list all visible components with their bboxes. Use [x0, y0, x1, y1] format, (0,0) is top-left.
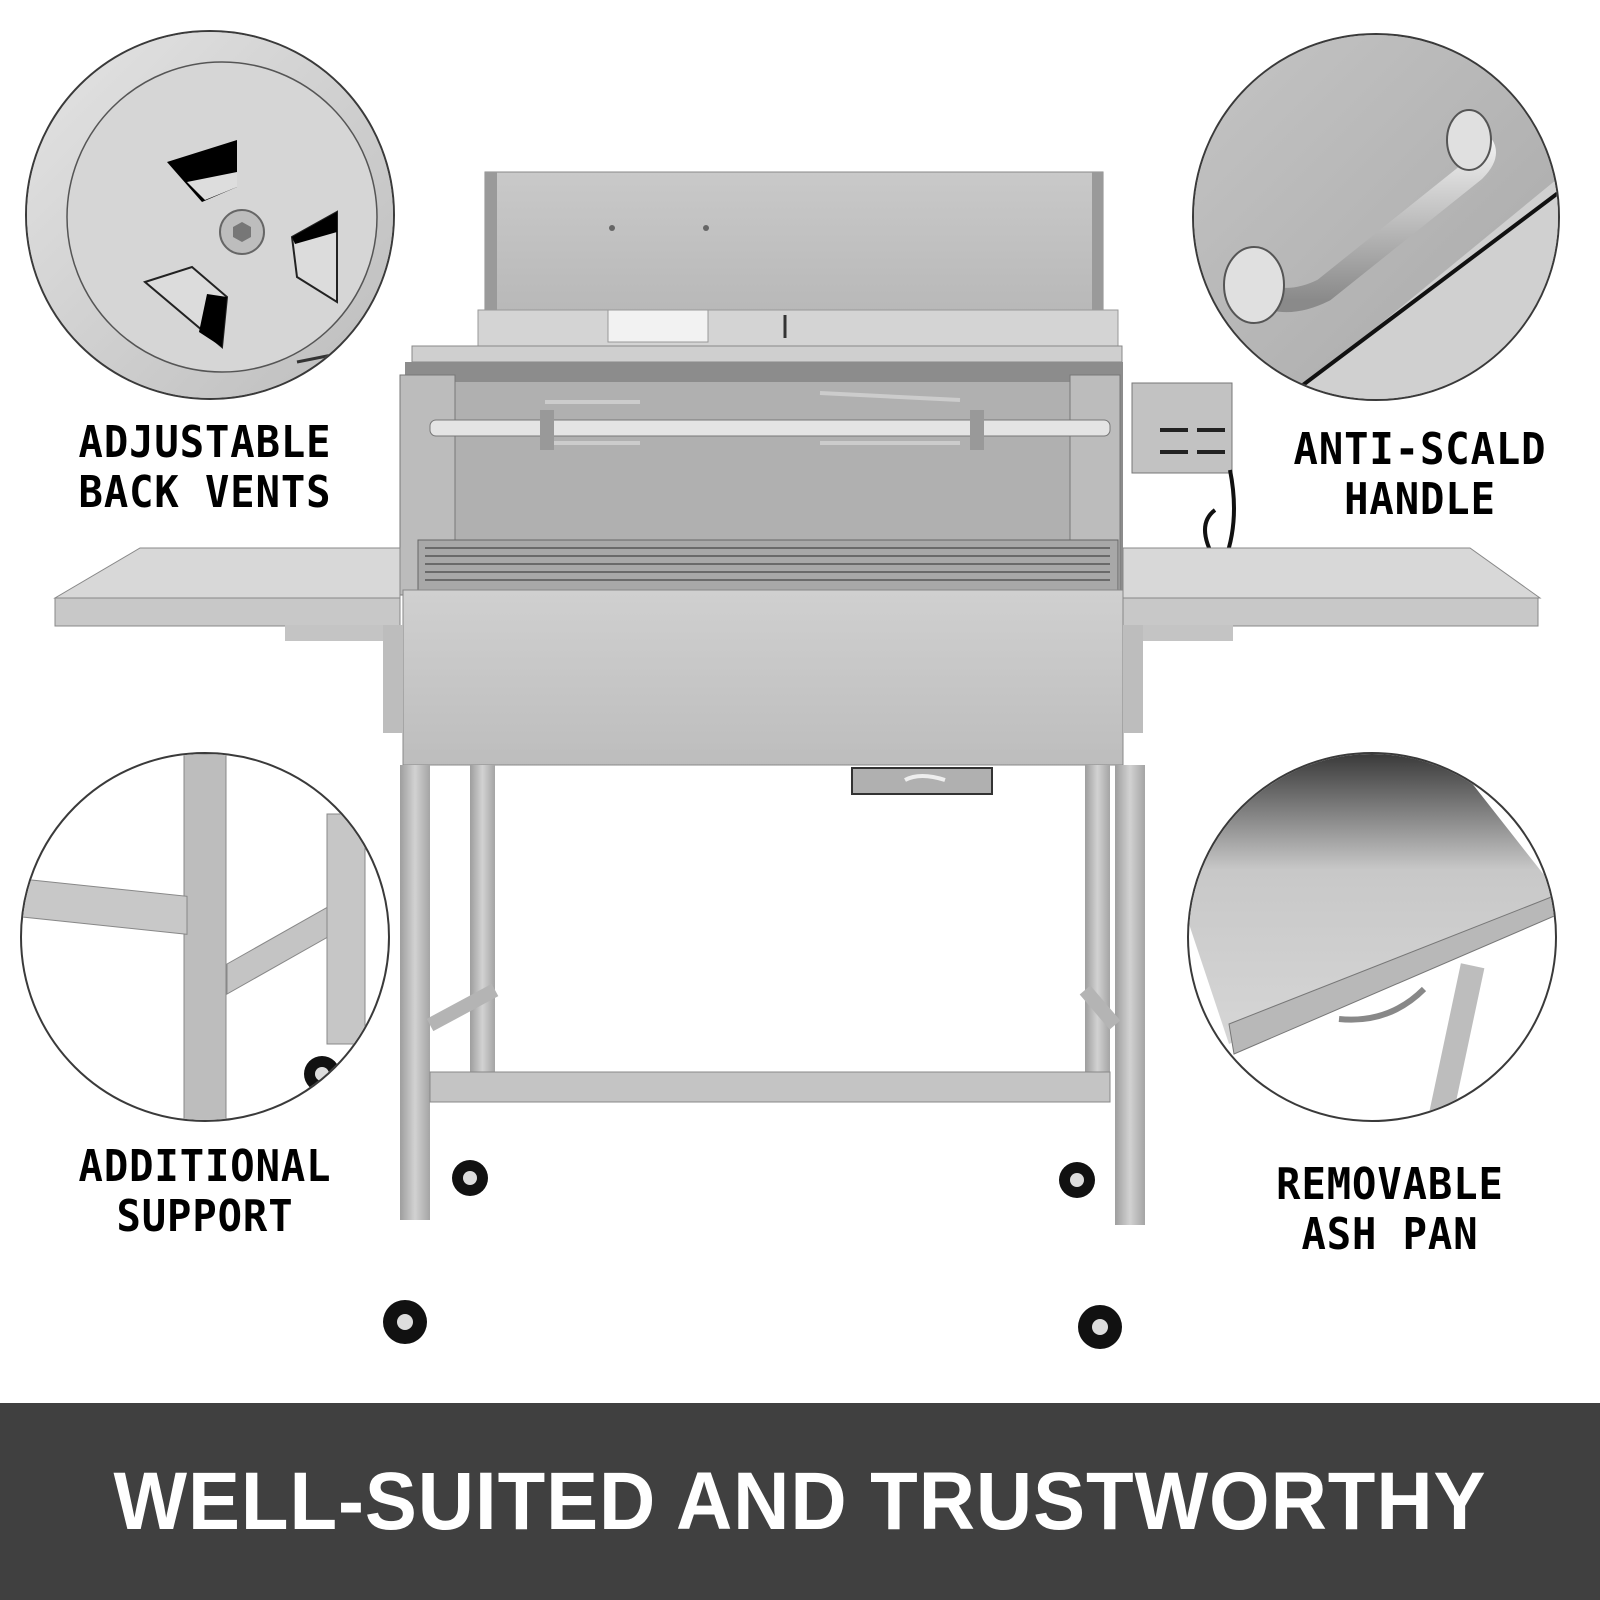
handle-callout-image [1192, 33, 1560, 401]
ash-pan-callout-image [1187, 752, 1557, 1122]
support-callout-label: ADDITIONAL SUPPORT [53, 1142, 357, 1242]
slogan-text: WELL-SUITED AND TRUSTWORTHY [113, 1455, 1487, 1547]
vent-label-line2: BACK VENTS [78, 467, 332, 518]
ash-pan-label-line2: ASH PAN [1301, 1209, 1479, 1260]
vent-callout-label: ADJUSTABLE BACK VENTS [53, 418, 357, 518]
support-label-line1: ADDITIONAL [78, 1141, 332, 1192]
handle-label-line1: ANTI-SCALD [1293, 424, 1547, 475]
frame-support-icon [22, 754, 366, 1120]
ash-pan-label-line1: REMOVABLE [1276, 1159, 1504, 1210]
handle-callout-label: ANTI-SCALD HANDLE [1268, 425, 1572, 525]
support-label-line2: SUPPORT [116, 1191, 294, 1242]
slogan-banner: WELL-SUITED AND TRUSTWORTHY [0, 1403, 1600, 1600]
ash-pan-callout-label: REMOVABLE ASH PAN [1238, 1160, 1542, 1260]
vent-label-line1: ADJUSTABLE [78, 417, 332, 468]
vent-callout-image [25, 30, 395, 400]
handle-icon [1194, 35, 1558, 399]
ash-pan-icon [1189, 754, 1555, 1120]
handle-label-line2: HANDLE [1344, 474, 1496, 525]
vent-disc-icon [27, 32, 393, 398]
support-callout-image [20, 752, 390, 1122]
